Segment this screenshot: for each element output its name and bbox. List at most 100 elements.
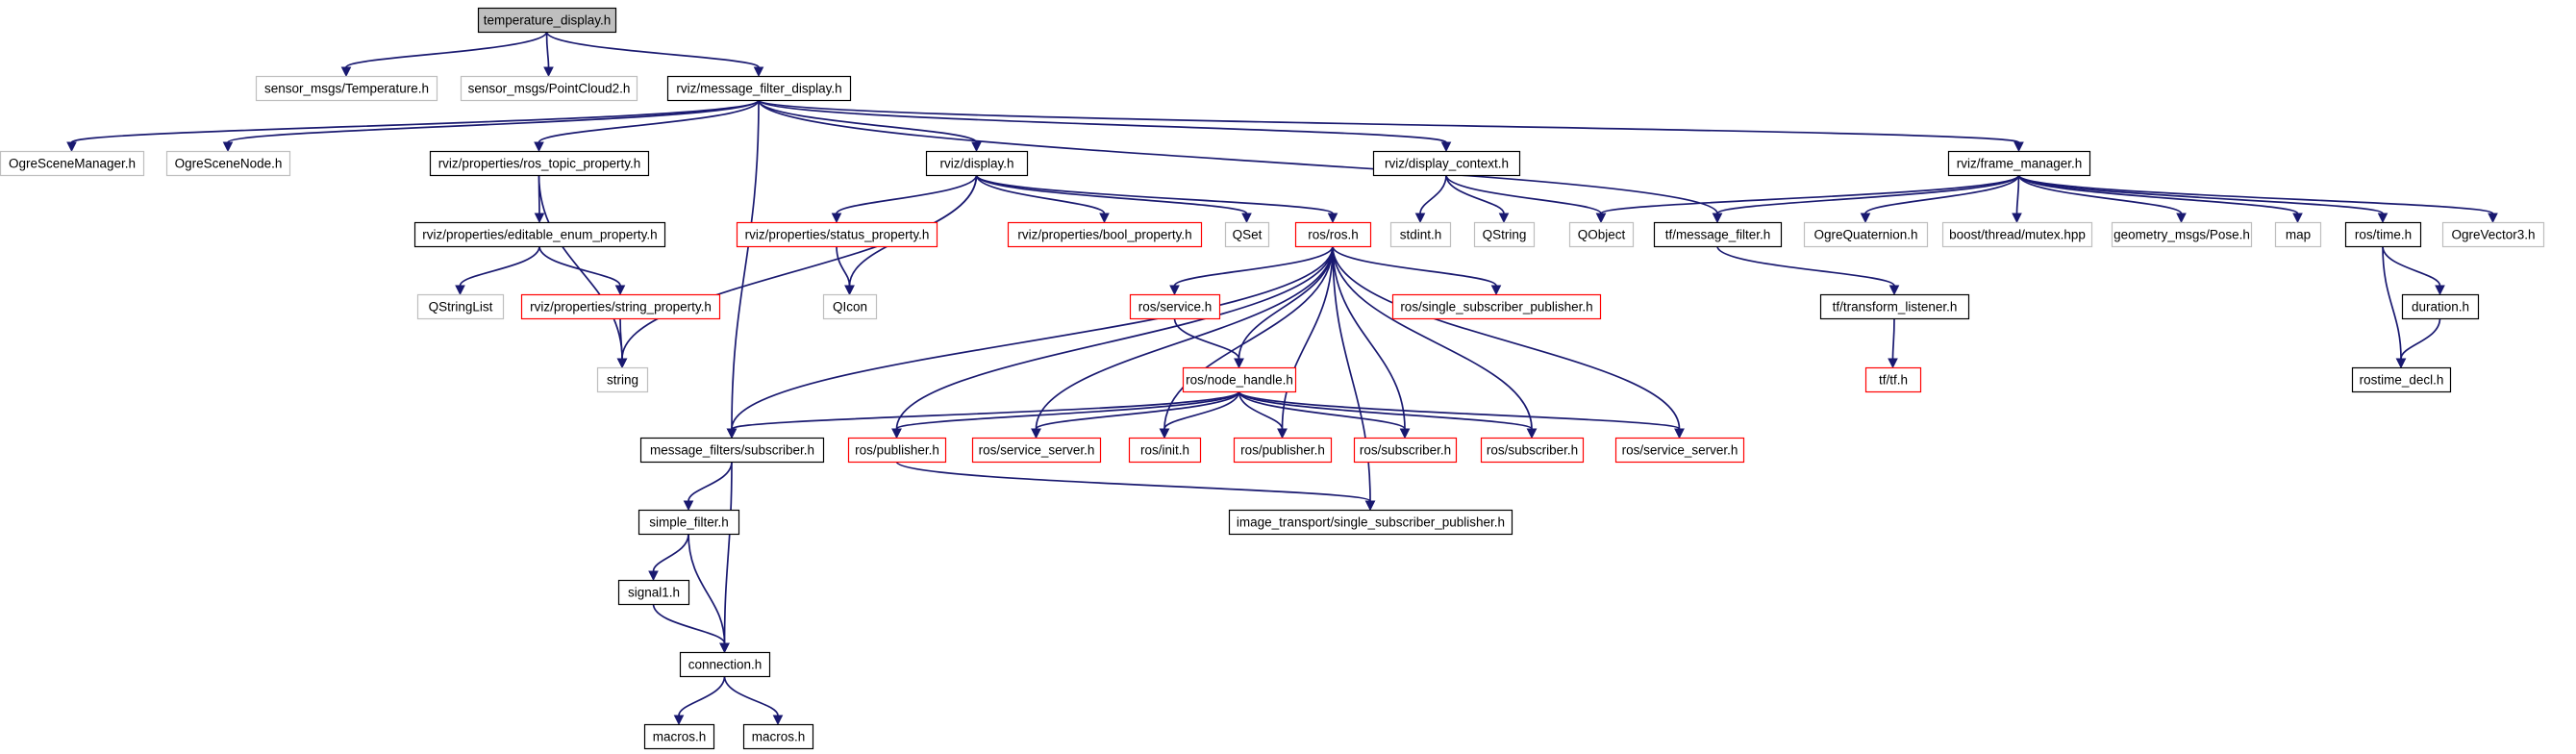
edge-line <box>895 390 1240 430</box>
node-ros-publisher-b[interactable]: ros/publisher.h <box>1233 437 1333 464</box>
node-temperature-display[interactable]: temperature_display.h <box>477 7 617 34</box>
node-label: sensor_msgs/PointCloud2.h <box>468 82 631 96</box>
edge-display_context-to-qstring <box>1445 174 1510 224</box>
edge-transform_listener-to-tf_tf <box>1888 317 1898 369</box>
node-box <box>643 723 715 750</box>
edge-line <box>688 461 733 502</box>
edge-arrowhead <box>1888 358 1898 369</box>
node-status-property[interactable]: rviz/properties/status_property.h <box>736 221 938 248</box>
edge-ros_h-to-ros_service <box>1169 245 1334 296</box>
edges-layer <box>66 31 2498 726</box>
edge-line <box>1281 245 1334 430</box>
node-ros-service-server-b[interactable]: ros/service_server.h <box>1614 437 1745 464</box>
edge-line <box>1173 317 1240 360</box>
node-sensor-pointcloud2: sensor_msgs/PointCloud2.h <box>460 75 638 102</box>
node-string-property[interactable]: rviz/properties/string_property.h <box>520 293 721 320</box>
edge-line <box>1332 245 1533 430</box>
edge-rviz_display-to-ros_h <box>975 174 1338 224</box>
edge-node_handle-to-ros_init <box>1159 390 1240 440</box>
node-ros-service-server-a[interactable]: ros/service_server.h <box>971 437 1102 464</box>
edge-line <box>619 317 623 360</box>
edge-display_context-to-qobject <box>1445 174 1607 224</box>
node-label: ros/service_server.h <box>1622 443 1738 458</box>
edge-ros_service-to-node_handle <box>1173 317 1244 369</box>
node-macros-a[interactable]: macros.h <box>643 723 715 750</box>
edge-node_handle-to-mf_subscriber <box>726 390 1240 440</box>
edge-message_filter_display-to-ogre_scene_node <box>222 99 760 153</box>
node-tf-tf[interactable]: tf/tf.h <box>1864 366 1922 393</box>
node-ogre-scene-manager: OgreSceneManager.h <box>0 150 145 177</box>
edge-node_handle-to-ros_service_server_b <box>1238 390 1685 440</box>
node-box <box>1294 221 1372 248</box>
node-ros-subscriber-a[interactable]: ros/subscriber.h <box>1353 437 1458 464</box>
edge-arrowhead <box>1159 428 1170 440</box>
edge-line <box>2017 174 2494 214</box>
edge-line <box>758 99 2020 143</box>
node-duration[interactable]: duration.h <box>2401 293 2480 320</box>
node-ros-topic-property[interactable]: rviz/properties/ros_topic_property.h <box>429 150 650 177</box>
edge-line <box>688 533 726 644</box>
node-label: OgreSceneNode.h <box>175 157 283 171</box>
edge-line <box>2382 245 2441 287</box>
edge-frame_manager-to-ogre_quaternion <box>1860 174 2020 224</box>
edge-temperature_display-to-message_filter_display <box>545 31 764 78</box>
node-single-subscriber-publisher[interactable]: ros/single_subscriber_publisher.h <box>1391 293 1602 320</box>
node-box <box>1653 221 1783 248</box>
edge-line <box>1163 245 1334 430</box>
node-ros-h[interactable]: ros/ros.h <box>1294 221 1372 248</box>
node-mf-subscriber[interactable]: message_filters/subscriber.h <box>639 437 825 464</box>
node-message-filter-display[interactable]: rviz/message_filter_display.h <box>666 75 852 102</box>
edge-line <box>227 99 760 143</box>
node-label: ros/publisher.h <box>855 443 939 458</box>
edge-line <box>538 99 760 143</box>
edge-arrowhead <box>1490 285 1502 296</box>
node-qstring: QString <box>1473 221 1536 248</box>
node-rostime-decl[interactable]: rostime_decl.h <box>2351 366 2452 393</box>
node-box <box>2274 221 2322 248</box>
node-box <box>1372 150 1521 177</box>
node-ros-init[interactable]: ros/init.h <box>1128 437 1202 464</box>
node-box <box>847 437 947 464</box>
node-box <box>1182 366 1297 393</box>
edge-line <box>895 245 1334 430</box>
node-label: stdint.h <box>1400 228 1442 242</box>
node-ros-publisher-a[interactable]: ros/publisher.h <box>847 437 947 464</box>
node-simple-filter[interactable]: simple_filter.h <box>638 509 740 536</box>
node-frame-manager[interactable]: rviz/frame_manager.h <box>1947 150 2091 177</box>
node-label: rviz/properties/bool_property.h <box>1017 228 1191 242</box>
node-transform-listener[interactable]: tf/transform_listener.h <box>1819 293 1970 320</box>
node-tf-message-filter[interactable]: tf/message_filter.h <box>1653 221 1783 248</box>
node-label: OgreSceneManager.h <box>9 157 136 171</box>
node-box <box>1353 437 1458 464</box>
edge-line <box>652 533 689 572</box>
node-connection[interactable]: connection.h <box>679 651 771 678</box>
node-signal1[interactable]: signal1.h <box>617 579 690 606</box>
edge-arrowhead <box>1595 213 1607 224</box>
node-ogre-quaternion: OgreQuaternion.h <box>1803 221 1929 248</box>
edge-arrowhead <box>1888 285 1900 296</box>
edge-line <box>459 245 540 287</box>
edge-ros_topic_property-to-string <box>538 174 628 369</box>
edge-line <box>731 245 1334 430</box>
node-display-context[interactable]: rviz/display_context.h <box>1372 150 1521 177</box>
edge-line <box>1419 174 1447 214</box>
node-ogre-vector3: OgreVector3.h <box>2441 221 2545 248</box>
node-bool-property[interactable]: rviz/properties/bool_property.h <box>1007 221 1203 248</box>
node-label: signal1.h <box>628 586 680 600</box>
edge-line <box>678 675 726 716</box>
node-ros-subscriber-b[interactable]: ros/subscriber.h <box>1480 437 1585 464</box>
edge-connection-to-macros_b <box>723 675 784 726</box>
node-ros-time[interactable]: ros/time.h <box>2344 221 2422 248</box>
node-box <box>1480 437 1585 464</box>
node-macros-b[interactable]: macros.h <box>742 723 814 750</box>
node-box <box>255 75 438 102</box>
node-node-handle[interactable]: ros/node_handle.h <box>1182 366 1297 393</box>
node-label: message_filters/subscriber.h <box>650 443 814 458</box>
edge-arrowhead <box>2395 358 2407 369</box>
edge-rviz_display-to-status_property <box>831 174 978 224</box>
node-editable-enum-property[interactable]: rviz/properties/editable_enum_property.h <box>413 221 666 248</box>
node-rviz-display[interactable]: rviz/display.h <box>925 150 1029 177</box>
edge-arrowhead <box>683 500 694 512</box>
node-image-transport-ssp[interactable]: image_transport/single_subscriber_publis… <box>1228 509 1513 536</box>
node-ros-service[interactable]: ros/service.h <box>1129 293 1221 320</box>
